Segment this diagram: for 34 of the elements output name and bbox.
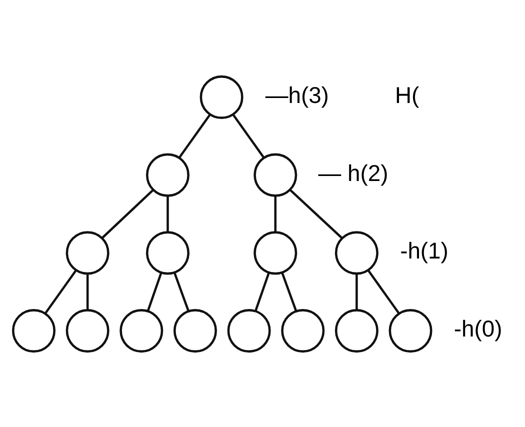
connector xyxy=(44,268,78,314)
connector xyxy=(367,268,400,314)
connector xyxy=(178,113,212,158)
node-circle xyxy=(200,74,244,118)
connector xyxy=(232,113,265,158)
connector xyxy=(274,196,277,232)
node-circle xyxy=(281,308,325,352)
node-circle xyxy=(12,308,56,352)
node-label: -h(0) xyxy=(454,315,502,342)
node-circle xyxy=(254,230,298,274)
node-circle xyxy=(173,308,217,352)
node-circle xyxy=(227,308,271,352)
node-label: —h(3) xyxy=(265,81,329,108)
node-label: — h(2) xyxy=(318,159,388,186)
node-circle xyxy=(120,308,164,352)
connector xyxy=(173,272,190,312)
connector xyxy=(146,272,162,312)
connector xyxy=(86,273,89,310)
connector xyxy=(101,188,154,238)
node-circle xyxy=(334,230,378,274)
connector xyxy=(281,272,298,312)
connector xyxy=(289,188,343,238)
node-circle xyxy=(66,230,110,274)
label: H( xyxy=(395,81,420,108)
node-circle xyxy=(334,308,378,352)
node-label: -h(1) xyxy=(400,237,448,264)
connector xyxy=(356,273,358,310)
node-circle xyxy=(66,308,110,352)
node-circle xyxy=(254,152,298,196)
node-circle xyxy=(146,230,190,274)
connector xyxy=(166,196,169,232)
node-circle xyxy=(146,152,190,196)
connector xyxy=(254,272,270,312)
node-circle xyxy=(388,308,432,352)
